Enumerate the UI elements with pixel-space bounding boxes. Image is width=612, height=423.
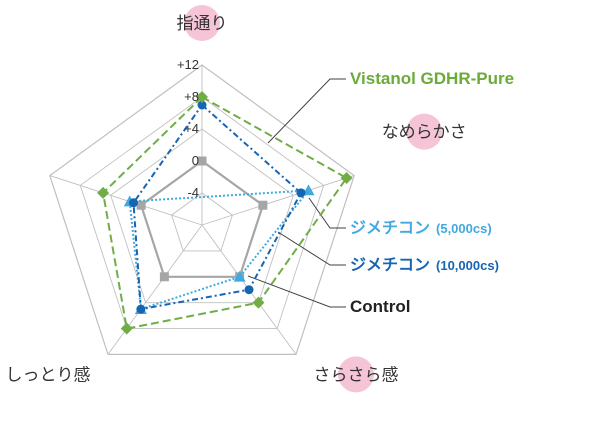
series-marker bbox=[340, 172, 353, 185]
tick-label: +8 bbox=[184, 89, 199, 104]
axis-highlight-circle bbox=[184, 5, 220, 41]
grid-ring bbox=[49, 64, 355, 355]
series-marker bbox=[252, 296, 265, 309]
series-marker bbox=[197, 100, 207, 110]
axis-label: さらさら感 bbox=[314, 365, 399, 385]
axis-label: 指通り bbox=[177, 14, 228, 34]
series-marker bbox=[136, 304, 146, 314]
series-marker bbox=[233, 270, 246, 282]
grid-spoke bbox=[107, 224, 203, 355]
tick-labels: +12 +8 +4 0 -4 bbox=[177, 57, 199, 200]
data-series bbox=[97, 91, 353, 335]
legend-leader-line bbox=[308, 197, 346, 229]
legend-entry: Vistanol GDHR-Pure bbox=[350, 69, 514, 88]
series-line bbox=[139, 159, 265, 278]
legend-entry: Control bbox=[350, 297, 410, 316]
tick-label: +12 bbox=[177, 57, 199, 72]
tick-label: +4 bbox=[184, 121, 199, 136]
legend-entry-suffix: (10,000cs) bbox=[436, 258, 499, 273]
legend-leader-line bbox=[267, 78, 346, 144]
series-line bbox=[128, 189, 311, 311]
series-line bbox=[102, 95, 349, 330]
legend-leader-lines bbox=[247, 78, 346, 308]
axis-highlight-circle bbox=[406, 113, 443, 150]
grid-spoke bbox=[201, 175, 355, 226]
grid-ring bbox=[171, 192, 233, 252]
series-marker bbox=[97, 186, 110, 199]
series-marker bbox=[258, 200, 268, 210]
grid-spoke bbox=[49, 175, 203, 226]
legend: Vistanol GDHR-Pure ジメチコン(5,000cs) ジメチコン(10… bbox=[350, 69, 514, 316]
series-marker bbox=[120, 322, 133, 335]
series-line bbox=[132, 103, 303, 311]
series-marker bbox=[129, 198, 139, 208]
series-marker bbox=[136, 200, 146, 210]
grid-ring bbox=[110, 128, 294, 304]
series-marker bbox=[296, 188, 306, 198]
axis-label: なめらかさ bbox=[382, 123, 467, 143]
legend-entry-suffix: (5,000cs) bbox=[436, 221, 492, 236]
series-marker bbox=[197, 156, 207, 166]
series-marker bbox=[196, 91, 208, 103]
tick-label: -4 bbox=[187, 185, 199, 200]
legend-entry: ジメチコン(5,000cs) bbox=[350, 218, 492, 237]
axis-highlight-circle bbox=[338, 356, 374, 393]
legend-leader-line bbox=[247, 275, 346, 308]
grid-ring bbox=[79, 96, 325, 330]
series-marker bbox=[244, 285, 254, 295]
tick-label: 0 bbox=[192, 153, 199, 168]
axis-highlights bbox=[184, 5, 443, 393]
series-marker bbox=[302, 184, 315, 196]
axis-labels: 指通りなめらかささらさら感しっとり感ツヤ bbox=[6, 14, 467, 385]
legend-entry: ジメチコン(10,000cs) bbox=[350, 255, 499, 274]
series-marker bbox=[159, 272, 169, 282]
axis-label: しっとり感 bbox=[6, 365, 91, 385]
legend-leader-line bbox=[277, 231, 346, 266]
